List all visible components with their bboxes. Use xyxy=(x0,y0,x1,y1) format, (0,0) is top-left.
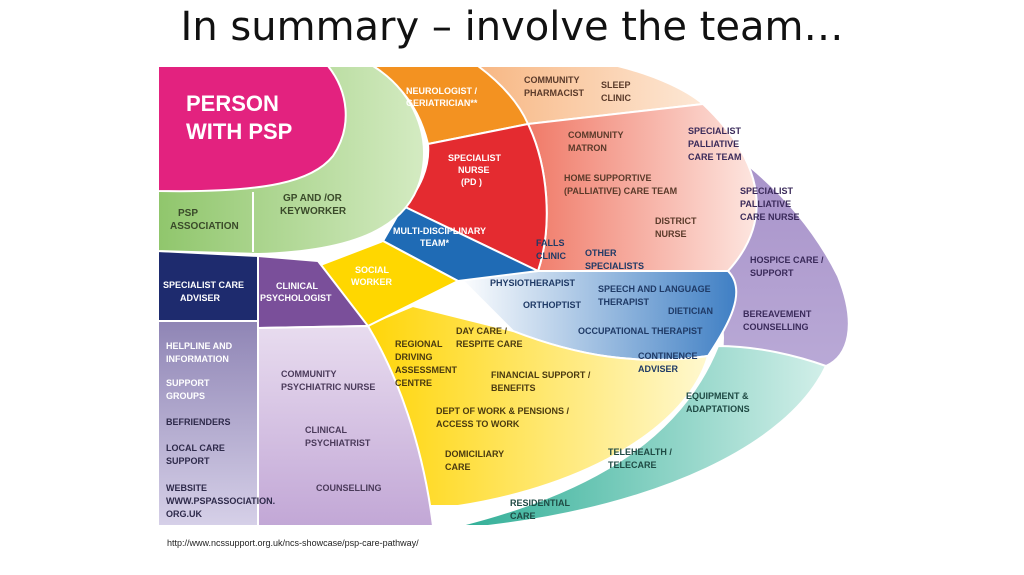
equipment-label: EQUIPMENT &ADAPTATIONS xyxy=(686,391,750,414)
specialist-nurse-segment xyxy=(401,122,548,273)
home-supportive-label: HOME SUPPORTIVE(PALLIATIVE) CARE TEAM xyxy=(564,173,677,196)
befrienders-label: BEFRIENDERS xyxy=(166,417,231,427)
psychiatric-column xyxy=(257,324,435,526)
physiotherapist-label: PHYSIOTHERAPIST xyxy=(490,278,576,288)
day-care-label: DAY CARE /RESPITE CARE xyxy=(456,326,523,349)
occupational-therapist-label: OCCUPATIONAL THERAPIST xyxy=(578,326,703,336)
counselling-label: COUNSELLING xyxy=(316,483,382,493)
support-column xyxy=(158,320,259,526)
source-link[interactable]: http://www.ncssupport.org.uk/ncs-showcas… xyxy=(167,538,419,548)
neurologist-label: NEUROLOGIST /GERIATRICIAN** xyxy=(406,86,478,108)
dwp-label: DEPT OF WORK & PENSIONS /ACCESS TO WORK xyxy=(436,406,570,429)
person-with-psp-center xyxy=(158,66,347,193)
hospice-care-label: HOSPICE CARE /SUPPORT xyxy=(750,255,824,278)
financial-support-label: FINANCIAL SUPPORT /BENEFITS xyxy=(491,370,591,393)
orthoptist-label: ORTHOPTIST xyxy=(523,300,582,310)
dietician-label: DIETICIAN xyxy=(668,306,713,316)
equipment-band xyxy=(457,344,828,526)
telehealth-label: TELEHEALTH /TELECARE xyxy=(608,447,672,470)
slide-title: In summary – involve the team… xyxy=(180,4,844,50)
